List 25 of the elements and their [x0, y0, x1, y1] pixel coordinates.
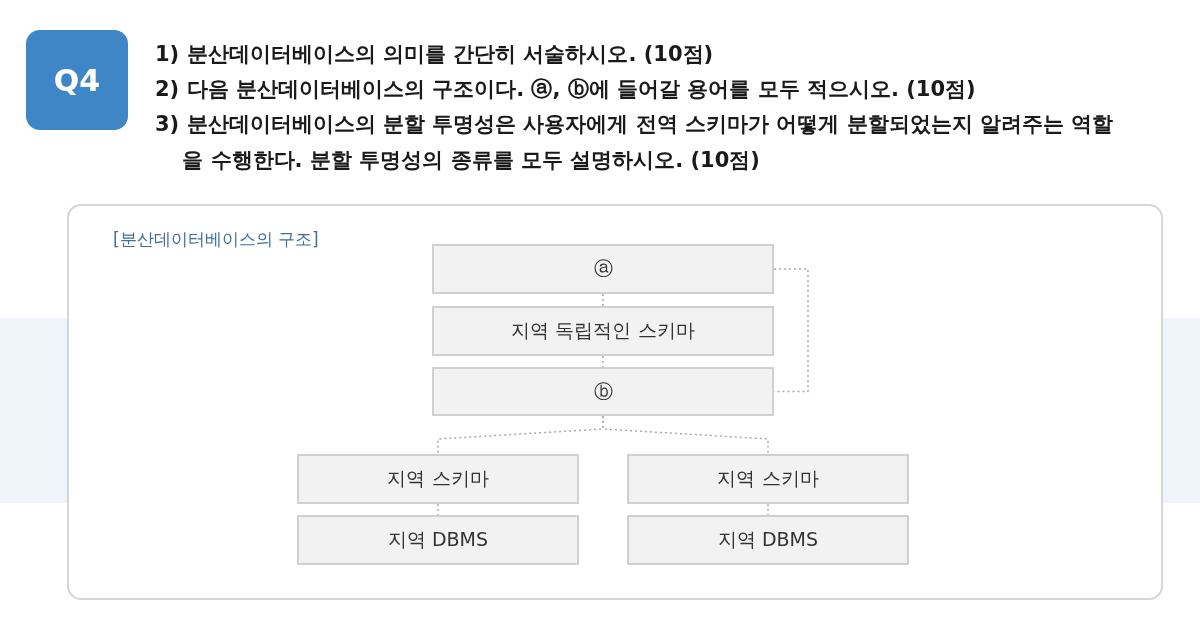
question-text: 2) 다음 분산데이터베이스의 구조이다. ⓐ, ⓑ에 들어갈 용어를 모두 적으시오. (10점)	[155, 76, 977, 103]
schema-box	[432, 244, 774, 294]
diagram-caption: [분산데이터베이스의 구조]	[113, 228, 319, 251]
schema-box	[432, 306, 774, 356]
box-label: 지역 독립적인 스키마	[511, 318, 695, 343]
box-label: 지역 DBMS	[717, 527, 819, 552]
box-label: ⓑ	[593, 378, 613, 404]
diagram-panel	[67, 204, 1163, 600]
schema-box	[432, 367, 774, 416]
box-label: 지역 스키마	[717, 466, 819, 491]
box-label: ⓐ	[593, 256, 613, 281]
schema-box	[297, 515, 579, 565]
schema-box	[627, 454, 909, 504]
question-text: 1) 분산데이터베이스의 의미를 간단히 서술하시오. (10점)	[155, 41, 715, 68]
dotted-connector	[437, 503, 439, 516]
dotted-connector	[602, 355, 604, 368]
schema-box	[297, 454, 579, 504]
question-badge: Q4	[26, 30, 128, 130]
schema-box	[627, 515, 909, 565]
dotted-connector	[767, 503, 769, 516]
dotted-connector	[602, 293, 604, 307]
box-label: 지역 DBMS	[387, 527, 489, 552]
question-text: 3) 분산데이터베이스의 분할 투명성은 사용자에게 전역 스키마가 어떻게 분할되었는지 알려주는 역할을 수행한다. 분할 투명성의 종류를 모두 설명하시오. (10점)	[155, 111, 1115, 174]
box-label: 지역 스키마	[387, 466, 489, 491]
dotted-connector	[602, 415, 769, 455]
